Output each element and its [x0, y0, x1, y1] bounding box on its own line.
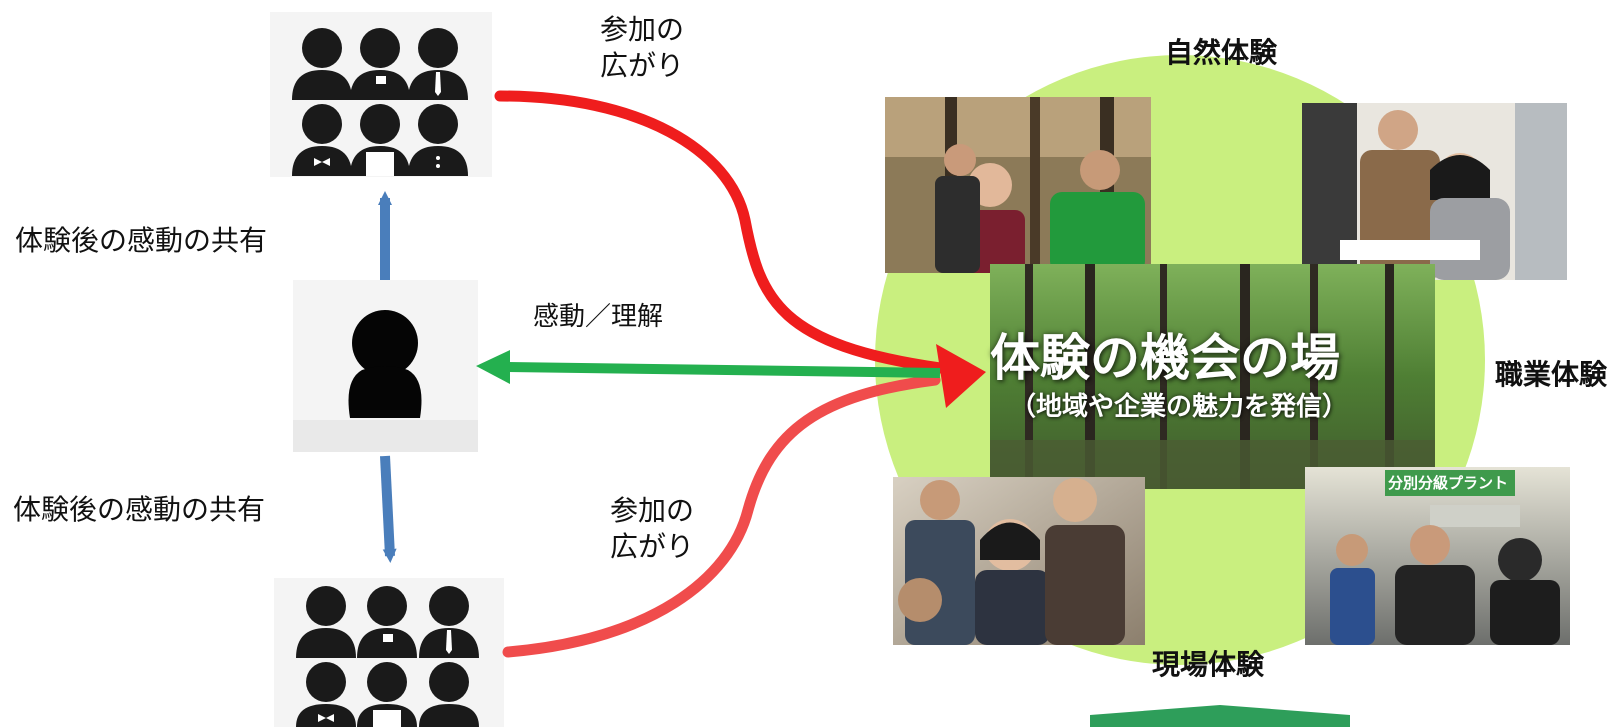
people-group-icon — [292, 28, 468, 176]
hub-subtitle: （地域や企業の魅力を発信） — [1010, 392, 1349, 422]
spread-label-top-line1: 参加の — [600, 13, 685, 46]
photo-forest-hub — [990, 264, 1435, 489]
photo-nature-people — [885, 97, 1151, 273]
emotion-label: 感動／理解 — [533, 302, 664, 332]
plant-sign-text: 分別分級プラント — [1388, 474, 1509, 492]
emotion-arrow — [504, 362, 941, 378]
field-experience-label: 現場体験 — [1152, 648, 1265, 681]
spread-arrow-top — [494, 90, 946, 374]
hub-title: 体験の機会の場 — [990, 329, 1340, 387]
emotion-arrowhead — [476, 350, 510, 384]
spread-arrowhead — [936, 344, 986, 408]
occupation-experience-label: 職業体験 — [1495, 358, 1608, 391]
spread-label-bottom-line1: 参加の — [610, 494, 695, 527]
share-arrow-down — [380, 455, 397, 563]
photo-field-meeting — [893, 477, 1145, 645]
share-label-bottom: 体験後の感動の共有 — [13, 493, 266, 526]
people-group-icon — [296, 586, 479, 727]
spread-arrow-bottom — [502, 374, 941, 658]
photo-field-plant — [1305, 467, 1570, 645]
person-icon — [348, 310, 422, 418]
spread-label-bottom-line2: 広がり — [610, 530, 695, 563]
upward-arrow — [1090, 705, 1350, 727]
nature-experience-label: 自然体験 — [1165, 36, 1278, 69]
share-label-top: 体験後の感動の共有 — [15, 224, 268, 257]
spread-label-top-line2: 広がり — [600, 49, 685, 82]
photo-occupation — [1302, 103, 1567, 280]
